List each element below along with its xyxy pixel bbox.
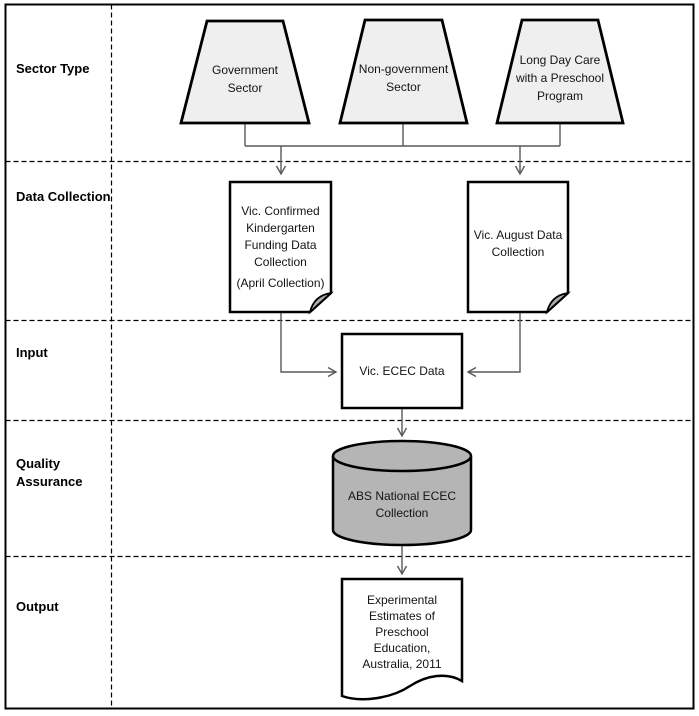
- trapezoid-government-sector: [179, 19, 311, 125]
- row-label-data-collection: Data Collection: [16, 189, 111, 204]
- folded-corner-confirmed: [308, 291, 334, 315]
- cylinder-abs-collection-top: [331, 439, 473, 473]
- row-label-sector-type: Sector Type: [16, 61, 90, 76]
- government-sector-label: Government Sector: [211, 62, 279, 95]
- confirmed-collection-label-block: Vic. Confirmed Kindergarten Funding Data…: [230, 182, 331, 312]
- august-collection-label: Vic. August Data Collection: [473, 228, 563, 259]
- abs-collection-label: ABS National ECEC Collection: [347, 489, 457, 520]
- rectangle-vic-ecec-data: [340, 332, 464, 410]
- trapezoid-long-day-care: [495, 18, 625, 125]
- outer-border: [4, 3, 695, 710]
- cylinder-abs-collection-body: [331, 456, 473, 547]
- arrow-august-to-ecec: [466, 312, 521, 378]
- document-output-publication: [340, 577, 464, 701]
- long-day-care-label: Long Day Care with a Preschool Program: [515, 53, 605, 103]
- row-label-output: Output: [16, 599, 59, 614]
- row-label-input: Input: [16, 345, 48, 360]
- arrow-confirmed-to-ecec: [280, 312, 338, 378]
- output-publication-label: Experimental Estimates of Preschool Educ…: [362, 593, 442, 671]
- non-government-sector-label: Non-government Sector: [358, 62, 449, 94]
- confirmed-collection-sublabel: (April Collection): [236, 275, 325, 290]
- confirmed-collection-label: Vic. Confirmed Kindergarten Funding Data…: [241, 203, 320, 269]
- row-label-quality-assurance: Quality Assurance: [16, 456, 83, 489]
- folded-corner-august: [545, 291, 571, 315]
- vic-ecec-data-label: Vic. ECEC Data: [359, 363, 445, 378]
- trapezoid-non-government-sector: [338, 18, 469, 125]
